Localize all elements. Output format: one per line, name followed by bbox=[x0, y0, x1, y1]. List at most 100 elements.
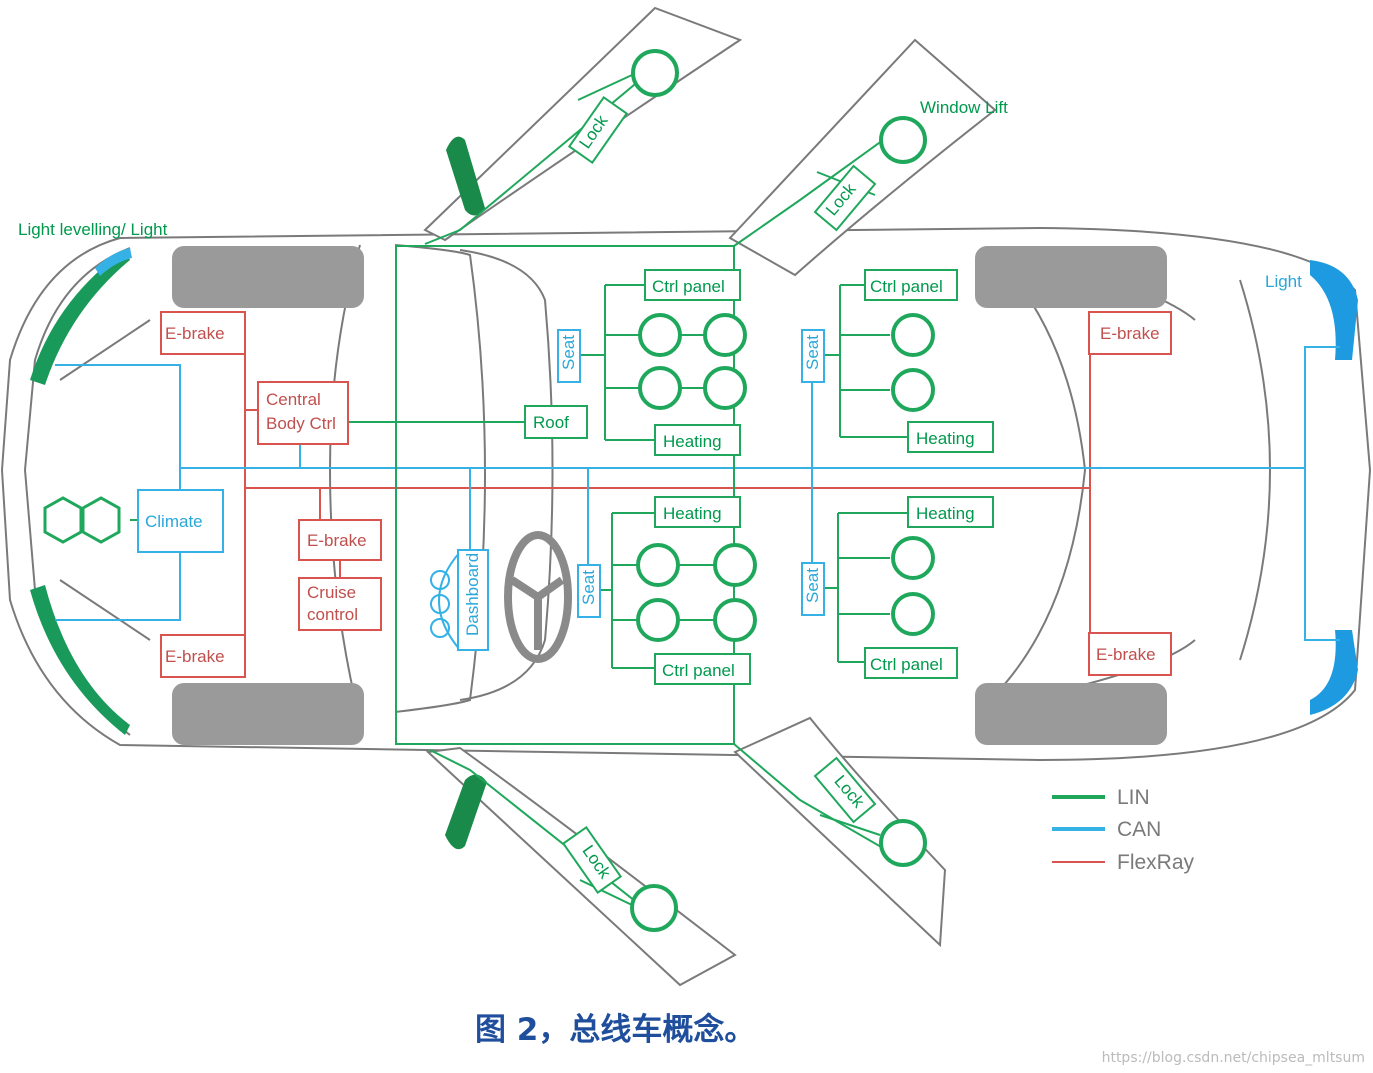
headlight-bottom bbox=[30, 585, 130, 735]
wheel-rear-left bbox=[975, 246, 1167, 308]
dashboard-box bbox=[457, 549, 489, 651]
seat-motor-icon bbox=[638, 366, 682, 410]
lock-box-4 bbox=[813, 756, 877, 824]
headlight-top-blue bbox=[95, 248, 132, 276]
label-central-body-1: Central bbox=[266, 390, 321, 409]
lock-box-2 bbox=[813, 164, 877, 232]
seat-motor-icon bbox=[636, 598, 680, 642]
motors bbox=[630, 49, 935, 932]
lock-box-3 bbox=[561, 826, 623, 894]
figure-caption: 图 2，总线车概念。 bbox=[475, 1012, 755, 1048]
rearlight-bottom bbox=[1310, 630, 1358, 715]
wheel-front-left bbox=[172, 246, 364, 308]
climate-fans bbox=[43, 496, 121, 544]
ebrake-rear-left-box bbox=[160, 634, 246, 678]
mirror-bottom bbox=[445, 774, 487, 850]
seat-motor-icon bbox=[636, 543, 680, 587]
label-cruise-1: Cruise bbox=[307, 583, 356, 602]
seat-motor-icon bbox=[713, 598, 757, 642]
ebrake-rear-right-box bbox=[1088, 632, 1172, 676]
label-cruise-2: control bbox=[307, 605, 358, 624]
lin-boxes bbox=[524, 96, 994, 894]
wheel-front-right bbox=[172, 683, 364, 745]
legend-label-can: CAN bbox=[1117, 818, 1161, 841]
steering-wheel-icon bbox=[504, 531, 572, 663]
label-seat-3: Seat bbox=[579, 570, 598, 605]
watermark: https://blog.csdn.net/chipsea_mltsum bbox=[1102, 1050, 1365, 1066]
can-boxes bbox=[137, 329, 825, 651]
seat-motor-icon bbox=[638, 313, 682, 357]
label-light-front: Light levelling/ Light bbox=[18, 220, 168, 239]
seat-motor-icon bbox=[891, 536, 935, 580]
label-ctrl-panel-1: Ctrl panel bbox=[652, 277, 725, 296]
label-ebrake-rr: E-brake bbox=[1096, 645, 1156, 664]
ebrake-center-box bbox=[298, 519, 382, 561]
label-heating-4: Heating bbox=[916, 504, 975, 523]
dashboard-gauge-icon bbox=[430, 551, 461, 651]
label-roof: Roof bbox=[533, 413, 569, 432]
lock-box-1 bbox=[567, 96, 629, 164]
label-light-rear: Light bbox=[1265, 272, 1302, 291]
label-seat-4: Seat bbox=[803, 568, 822, 603]
seat-tree-front-top bbox=[580, 284, 705, 441]
ctrl-panel-box-1 bbox=[644, 269, 741, 301]
label-heating-3: Heating bbox=[663, 504, 722, 523]
legend-label-lin: LIN bbox=[1117, 786, 1150, 809]
seat-tree-rear-bottom bbox=[825, 512, 908, 663]
window-lift-motor-icon bbox=[879, 116, 927, 164]
ebrake-front-left-box bbox=[160, 311, 246, 355]
label-window-lift: Window Lift bbox=[920, 98, 1008, 117]
mirror-top bbox=[446, 136, 485, 216]
seat-box-1 bbox=[557, 329, 581, 383]
cruise-control-box bbox=[298, 577, 382, 631]
door-rear-bottom bbox=[733, 716, 947, 948]
label-ebrake-rl: E-brake bbox=[165, 647, 225, 666]
fan-icon bbox=[81, 496, 121, 544]
seat-box-4 bbox=[801, 562, 825, 616]
seat-motor-icon bbox=[713, 543, 757, 587]
label-heating-2: Heating bbox=[916, 429, 975, 448]
label-ebrake-fl: E-brake bbox=[165, 324, 225, 343]
heating-box-2 bbox=[907, 421, 994, 453]
climate-box bbox=[137, 489, 224, 553]
label-ebrake-center: E-brake bbox=[307, 531, 367, 550]
headlight-top bbox=[30, 250, 130, 385]
heating-box-4 bbox=[907, 496, 994, 528]
rearlight-top bbox=[1310, 260, 1358, 360]
seat-box-2 bbox=[801, 329, 825, 383]
flexray-network bbox=[244, 330, 1091, 655]
window-lift-motor-icon bbox=[631, 49, 679, 97]
wheel-rear-right bbox=[975, 683, 1167, 745]
window-lift-motor-icon bbox=[630, 884, 678, 932]
label-ctrl-panel-3: Ctrl panel bbox=[662, 661, 735, 680]
label-dashboard: Dashboard bbox=[463, 553, 482, 636]
label-heating-1: Heating bbox=[663, 432, 722, 451]
can-network bbox=[55, 346, 1340, 641]
seat-motor-icon bbox=[891, 368, 935, 412]
label-seat-2: Seat bbox=[803, 335, 822, 370]
ebrake-front-right-box bbox=[1088, 311, 1172, 355]
seat-box-3 bbox=[577, 564, 601, 618]
fan-icon bbox=[43, 496, 83, 544]
heating-box-1 bbox=[654, 424, 741, 456]
flexray-boxes bbox=[160, 311, 1172, 678]
seat-tree-rear-top bbox=[825, 284, 908, 438]
label-climate: Climate bbox=[145, 512, 203, 531]
seat-motor-icon bbox=[703, 313, 747, 357]
label-central-body-2: Body Ctrl bbox=[266, 414, 336, 433]
legend-label-flexray: FlexRay bbox=[1117, 851, 1195, 874]
legend: LIN CAN FlexRay bbox=[1052, 786, 1195, 874]
ctrl-panel-box-2 bbox=[864, 269, 958, 301]
central-body-ctrl-box bbox=[257, 381, 349, 445]
seat-tree-front-bottom bbox=[600, 512, 714, 669]
heating-box-3 bbox=[654, 496, 741, 528]
seat-motor-icon bbox=[891, 592, 935, 636]
lin-network bbox=[130, 74, 908, 906]
ctrl-panel-box-4 bbox=[864, 647, 958, 679]
ctrl-panel-box-3 bbox=[654, 653, 751, 685]
roof-box bbox=[524, 405, 588, 439]
window-lift-motor-icon bbox=[879, 819, 927, 867]
seat-motor-icon bbox=[891, 313, 935, 357]
label-ctrl-panel-4: Ctrl panel bbox=[870, 655, 943, 674]
